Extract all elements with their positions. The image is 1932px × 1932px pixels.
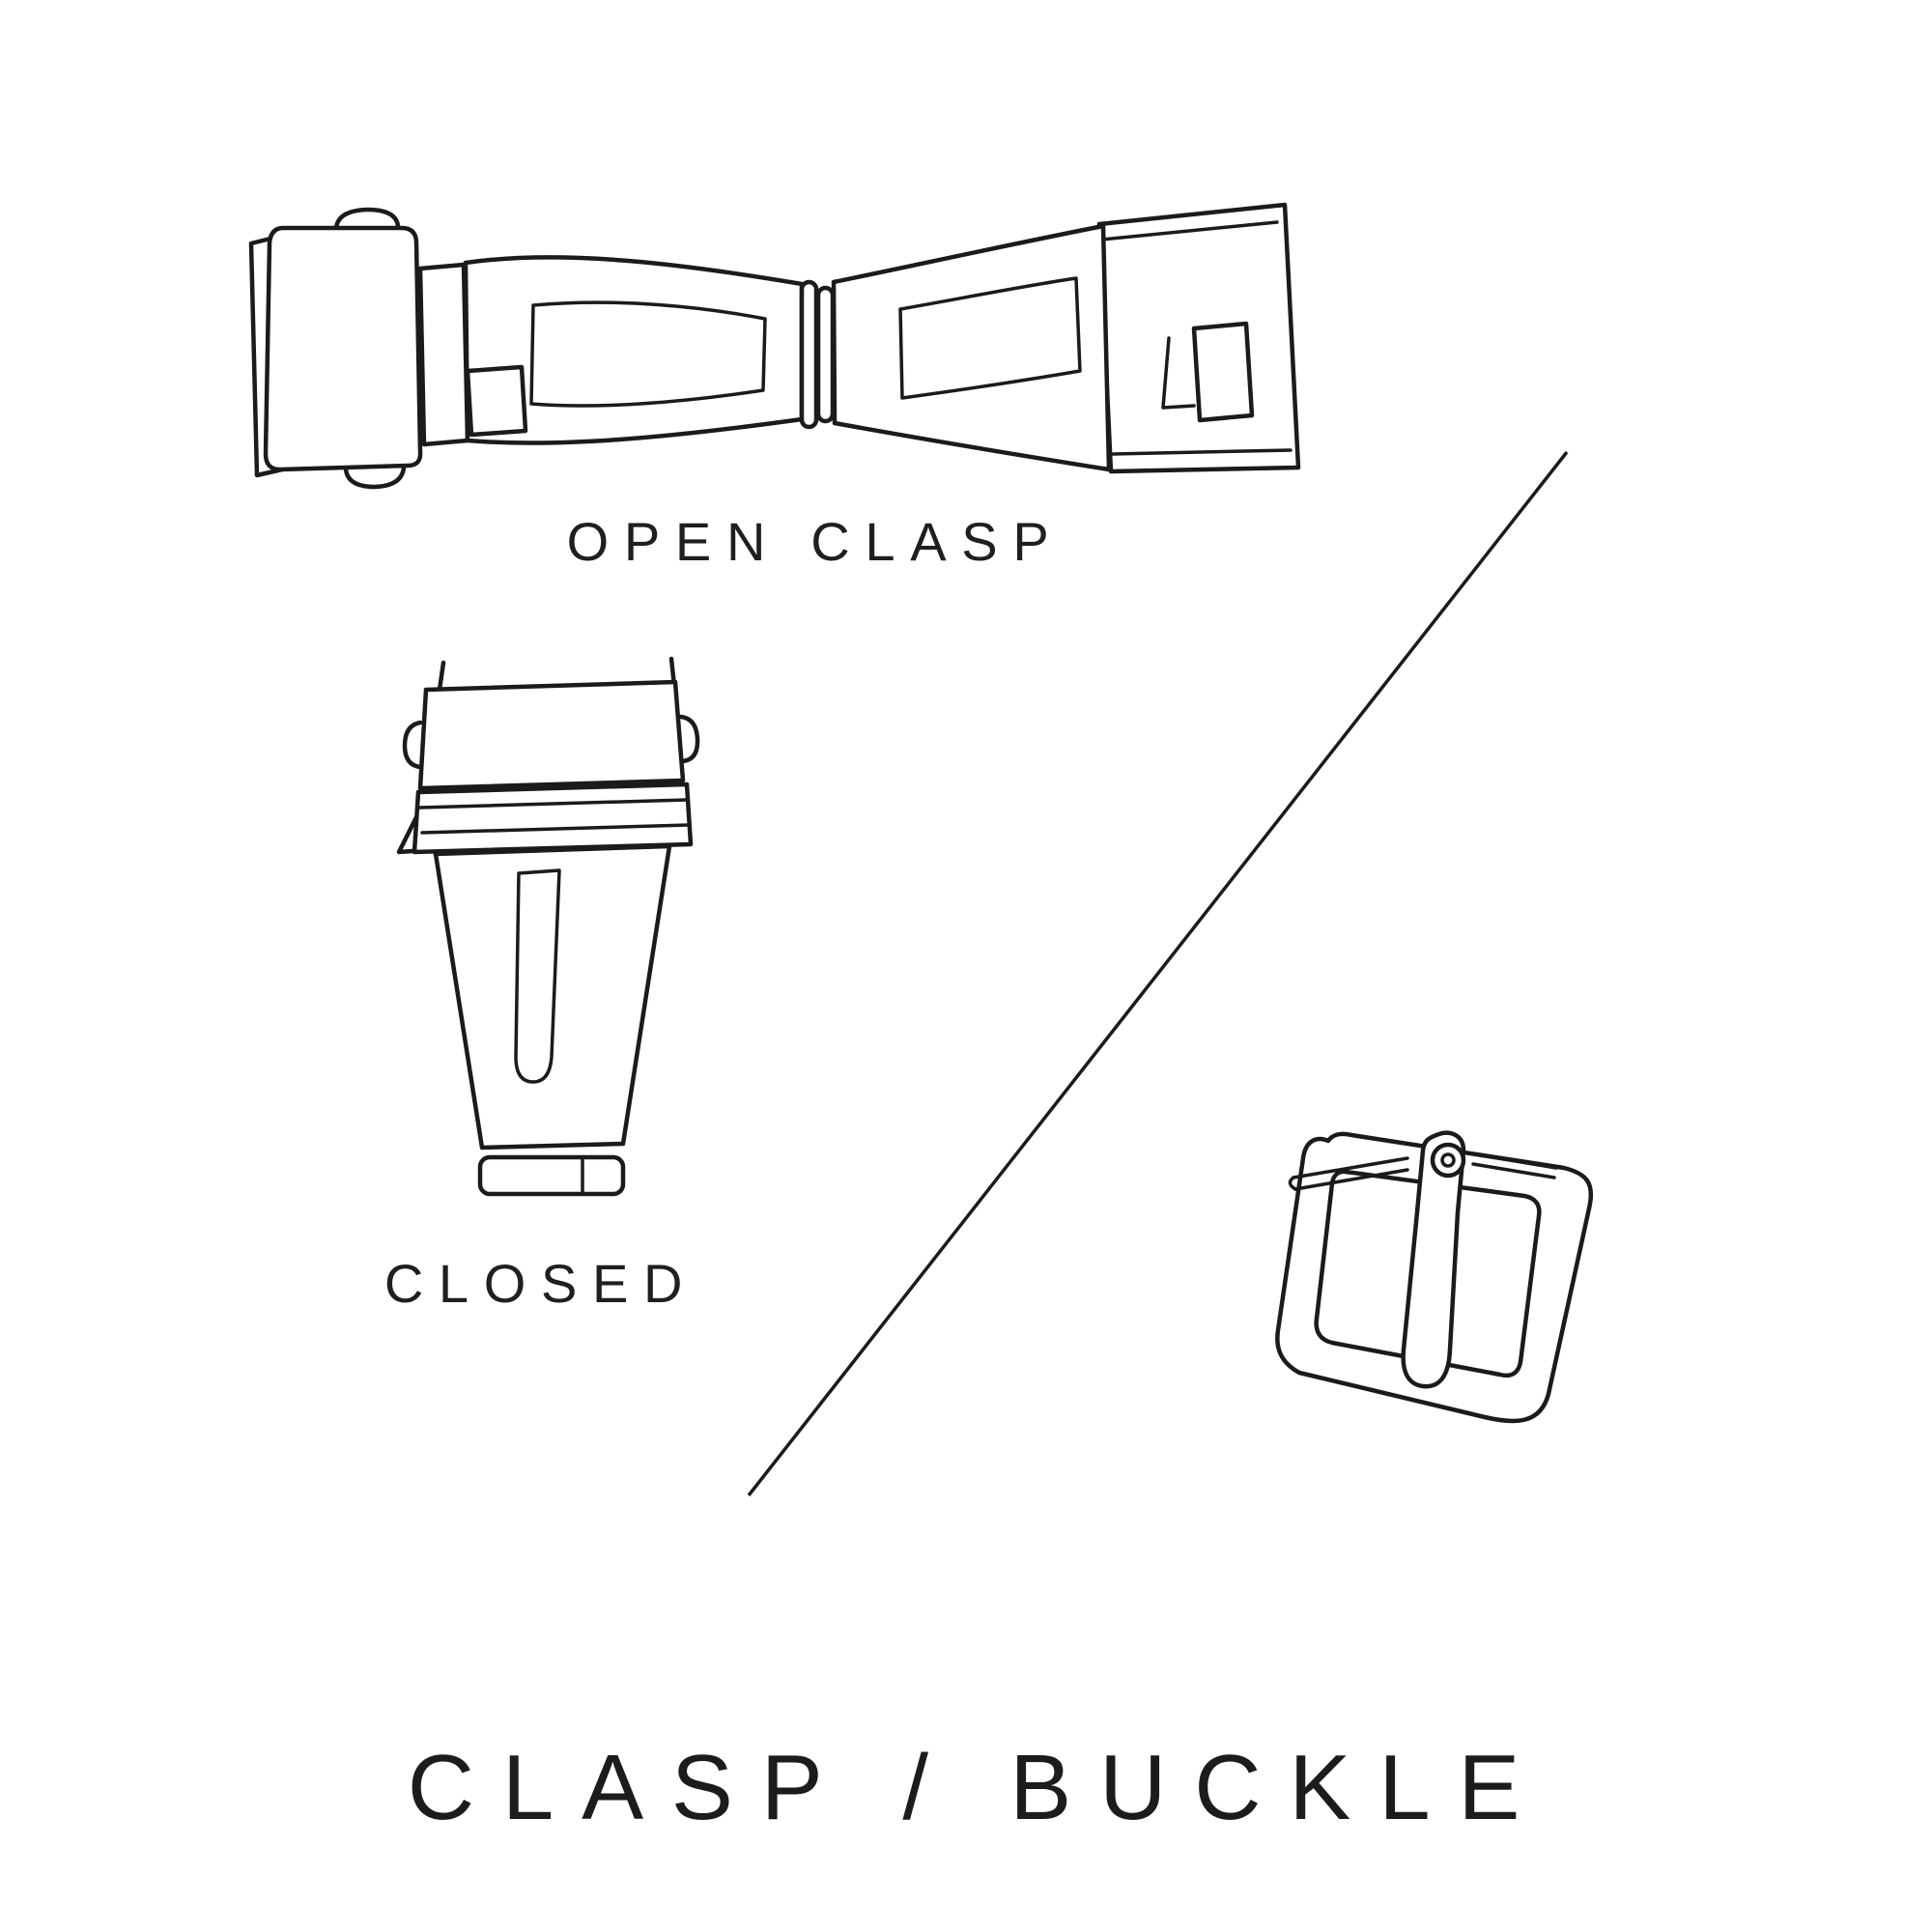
- closed-window: [514, 868, 561, 1084]
- clasp-end-hook-cutout: [1191, 321, 1255, 423]
- clasp-end-plate: [1096, 202, 1301, 474]
- open-clasp-drawing: [248, 202, 1301, 490]
- buckle-illustration: [1232, 1087, 1686, 1449]
- clasp-left-arm: [463, 255, 805, 445]
- open-clasp-caption: OPEN CLASP: [566, 511, 1065, 572]
- closed-band-line-2: [420, 823, 691, 835]
- clasp-right-arm: [831, 223, 1112, 472]
- clasp-end-fold-top: [1099, 220, 1279, 242]
- clasp-left-window: [529, 300, 767, 408]
- clasp-connector: [417, 262, 470, 447]
- buckle-coil-outer: [1430, 1142, 1466, 1179]
- closed-tab-right: [678, 714, 700, 764]
- clasp-bottom-tab: [343, 465, 407, 490]
- clasp-left-block: [263, 225, 423, 472]
- closed-top-block: [417, 679, 686, 791]
- closed-clasp-caption: CLOSED: [384, 1253, 698, 1314]
- open-clasp-illustration: [222, 182, 1328, 515]
- closed-prong-left: [437, 660, 446, 693]
- clasp-hinge-inner: [815, 285, 836, 424]
- buckle-drawing: [1275, 1130, 1594, 1424]
- clasp-end-hook-bracket: [1161, 336, 1196, 410]
- closed-clasp-illustration: [391, 655, 710, 1225]
- clasp-hinge-outer: [799, 279, 819, 430]
- page-title: CLASP / BUCKLE: [407, 1736, 1548, 1839]
- closed-band-line-1: [418, 798, 689, 810]
- closed-tab-left: [402, 720, 423, 770]
- clasp-hook-notch: [465, 364, 528, 438]
- clasp-top-tab: [333, 207, 401, 231]
- closed-bottom-cap: [477, 1154, 626, 1197]
- closed-clasp-drawing: [396, 656, 700, 1197]
- clasp-right-window: [898, 276, 1082, 400]
- closed-band: [412, 781, 694, 855]
- buckle-bar-left-cap: [1288, 1176, 1297, 1191]
